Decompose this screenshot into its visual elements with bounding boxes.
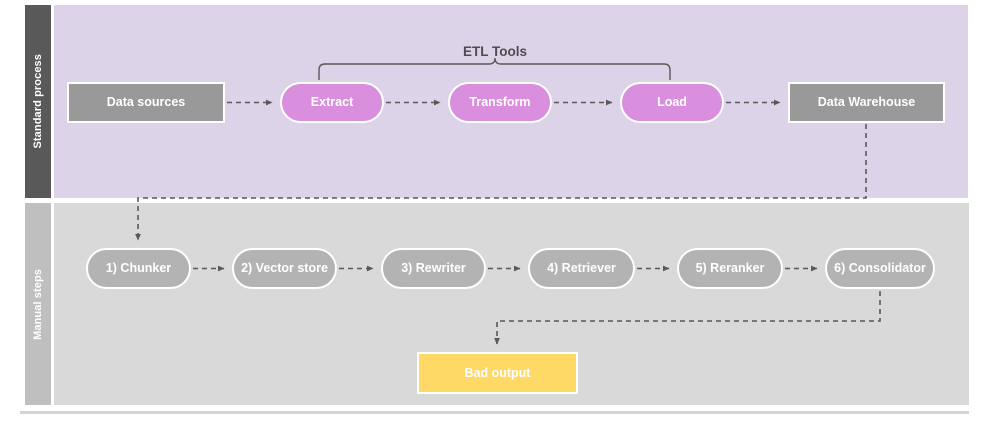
node-bad-output[interactable]: Bad output <box>417 352 578 394</box>
node-data-warehouse[interactable]: Data Warehouse <box>788 82 945 123</box>
node-vector-store[interactable]: 2) Vector store <box>232 248 337 289</box>
node-rewriter-label: 3) Rewriter <box>401 261 466 276</box>
bracket-label-etl-tools: ETL Tools <box>463 44 527 59</box>
node-reranker-label: 5) Reranker <box>695 261 765 276</box>
bottom-divider-rule <box>20 411 969 414</box>
node-chunker-label: 1) Chunker <box>105 261 172 276</box>
node-retriever-label: 4) Retriever <box>547 261 616 276</box>
node-bad-output-label: Bad output <box>464 365 531 380</box>
node-retriever[interactable]: 4) Retriever <box>528 248 635 289</box>
node-extract-label: Extract <box>310 95 354 110</box>
lane-band-standard-process: Standard process <box>25 5 51 198</box>
node-consolidator[interactable]: 6) Consolidator <box>825 248 935 289</box>
lane-label-manual-steps: Manual steps <box>32 268 44 340</box>
node-consolidator-label: 6) Consolidator <box>834 261 926 276</box>
node-extract[interactable]: Extract <box>280 82 384 123</box>
node-data-sources-label: Data sources <box>106 95 186 110</box>
node-rewriter[interactable]: 3) Rewriter <box>381 248 486 289</box>
node-reranker[interactable]: 5) Reranker <box>677 248 783 289</box>
node-transform-label: Transform <box>469 95 531 110</box>
node-data-warehouse-label: Data Warehouse <box>817 95 916 110</box>
lane-band-manual-steps: Manual steps <box>25 203 51 405</box>
node-load-label: Load <box>657 95 687 110</box>
node-load[interactable]: Load <box>620 82 724 123</box>
node-transform[interactable]: Transform <box>448 82 552 123</box>
lane-label-standard-process: Standard process <box>32 54 44 149</box>
node-chunker[interactable]: 1) Chunker <box>86 248 191 289</box>
node-data-sources[interactable]: Data sources <box>67 82 225 123</box>
node-vector-store-label: 2) Vector store <box>241 261 328 276</box>
